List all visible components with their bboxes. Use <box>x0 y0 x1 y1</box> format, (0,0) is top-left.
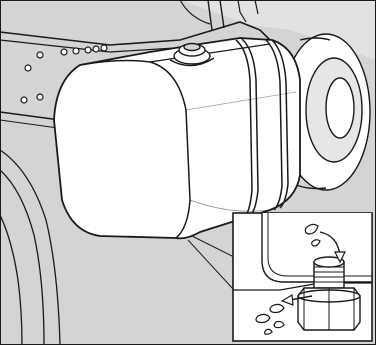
bolt <box>37 94 43 100</box>
tank-body <box>54 38 300 238</box>
fuel-tank <box>54 38 300 238</box>
bolt <box>25 65 31 71</box>
bolt <box>101 45 107 51</box>
bolt <box>85 47 91 53</box>
bolt <box>37 52 43 58</box>
bolt <box>73 48 79 54</box>
bolt <box>93 46 99 52</box>
inset-view <box>233 213 372 341</box>
bolt <box>21 97 27 103</box>
bolt <box>61 49 67 55</box>
